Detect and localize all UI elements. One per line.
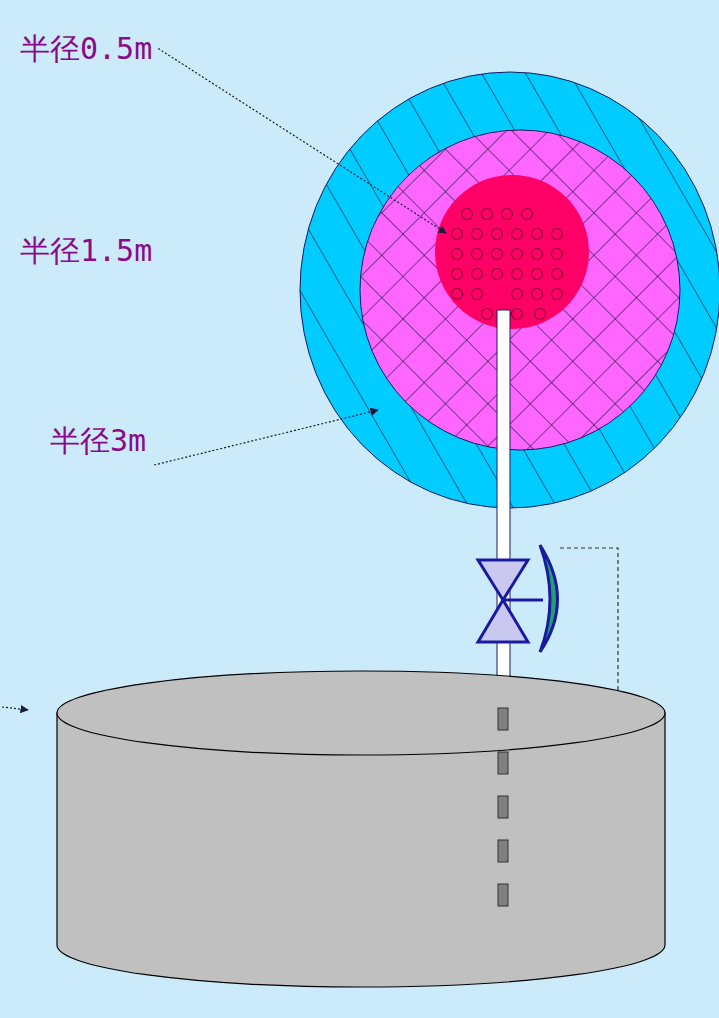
inner-zone: [435, 175, 589, 329]
leader-line: [154, 410, 378, 465]
nozzle-hole: [512, 309, 523, 320]
valve-top: [478, 560, 528, 600]
nozzle-hole: [472, 249, 483, 260]
nozzle-hole: [462, 209, 473, 220]
nozzle-hole: [502, 209, 513, 220]
nozzle-hole: [532, 289, 543, 300]
nozzle-hole: [452, 249, 463, 260]
nozzle-hole: [472, 229, 483, 240]
nozzle-hole: [492, 249, 503, 260]
middle-hatch: [360, 130, 680, 450]
nozzle-hole: [552, 269, 563, 280]
nozzle-hole: [532, 269, 543, 280]
pipe-segment: [498, 708, 508, 730]
nozzle-holes: [452, 209, 563, 320]
nozzle-hole: [512, 249, 523, 260]
pipe-segment: [498, 884, 508, 906]
nozzle-hole: [532, 229, 543, 240]
nozzle-hole: [452, 269, 463, 280]
radius-label: 半径1.5m: [20, 234, 152, 267]
nozzle-hole: [482, 209, 493, 220]
nozzle-hole: [472, 289, 483, 300]
nozzle-hole: [452, 229, 463, 240]
middle-zone: [360, 130, 680, 450]
pipe-segment: [498, 796, 508, 818]
nozzle-hole: [452, 289, 463, 300]
nozzle-hole: [552, 229, 563, 240]
nozzle-hole: [532, 249, 543, 260]
nozzle-hole: [492, 269, 503, 280]
nozzle-hole: [492, 229, 503, 240]
nozzle-hole: [522, 209, 533, 220]
pipe-segment: [498, 752, 508, 774]
pointer-line: [2, 707, 28, 710]
nozzle-hole: [472, 269, 483, 280]
valve-stem: [503, 599, 543, 602]
radius-label: 半径3m: [50, 424, 146, 457]
nozzle-hole: [552, 289, 563, 300]
pipe-inside-tank: [498, 708, 508, 906]
nozzle-hole: [535, 309, 546, 320]
nozzle-hole: [512, 289, 523, 300]
signal-line: [560, 548, 618, 705]
nozzle-hole: [482, 309, 493, 320]
tank-top: [57, 671, 665, 755]
nozzle-hole: [512, 229, 523, 240]
leader-line: [158, 49, 446, 234]
nozzle-hole: [552, 249, 563, 260]
valve-actuator: [540, 545, 558, 652]
nozzle-hole: [512, 269, 523, 280]
valve-bottom: [478, 600, 528, 642]
radius-label: 半径0.5m: [20, 32, 152, 65]
pipe-segment: [498, 840, 508, 862]
